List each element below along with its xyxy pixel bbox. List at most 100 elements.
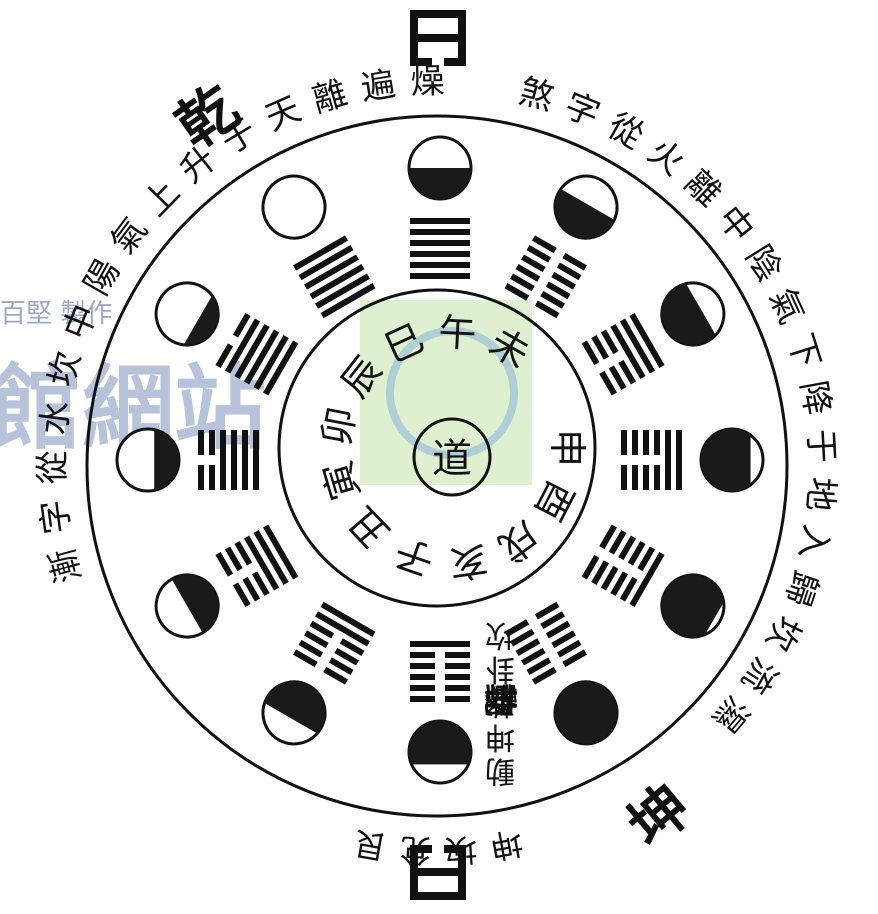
moon-icon	[407, 135, 473, 201]
hexagram	[581, 524, 665, 607]
inner-ring-char: 子	[389, 530, 439, 584]
yin-line	[293, 649, 318, 668]
yin-line	[600, 329, 619, 355]
yin-line	[198, 430, 204, 455]
outer-text-lower-right: 坤	[479, 683, 519, 717]
yin-line	[619, 576, 638, 602]
outer-text-top-right: 字	[559, 85, 606, 135]
hexagram	[504, 601, 587, 685]
top-trigram-mark	[410, 10, 466, 66]
hexagram	[215, 313, 299, 396]
yang-line	[253, 530, 289, 585]
yin-line	[515, 638, 541, 656]
yin-line	[534, 300, 560, 319]
yin-line	[215, 343, 234, 368]
yin-line	[600, 565, 619, 591]
outer-text-top-right: 歸	[777, 566, 826, 611]
yang-line	[298, 244, 354, 281]
yin-line	[532, 666, 557, 685]
yin-line	[608, 530, 627, 555]
outer-text-left: 陽	[77, 253, 129, 302]
outer-text-top-right: 火	[640, 131, 691, 183]
yin-line	[304, 630, 329, 649]
yin-line	[510, 628, 535, 647]
yang-line	[320, 283, 376, 319]
yin-line	[410, 652, 435, 658]
yin-line	[410, 663, 435, 669]
inner-ring-char: 卯	[314, 403, 364, 449]
outer-text-lower-right: 乾	[479, 683, 519, 717]
outer-text-top-right: 從	[601, 106, 650, 158]
yin-line	[339, 638, 365, 656]
yang-line	[231, 430, 237, 490]
yang-line	[244, 535, 280, 591]
yin-line	[556, 639, 582, 658]
moon-icon	[699, 427, 765, 493]
yin-line	[251, 571, 270, 596]
yin-line	[599, 370, 617, 396]
watermark-line1: 百堅 製作	[0, 299, 112, 329]
yin-line	[534, 601, 560, 620]
hexagram	[504, 235, 587, 319]
yin-line	[545, 281, 571, 300]
outer-text-left: 離	[308, 73, 352, 121]
yin-line	[632, 465, 638, 490]
hexagrams	[198, 218, 682, 702]
yang-line	[315, 611, 370, 647]
yin-line	[532, 235, 557, 254]
yang-line	[629, 552, 665, 607]
yin-line	[637, 546, 656, 572]
yin-line	[621, 465, 627, 490]
outer-text-top-right: 坎	[757, 609, 808, 657]
yin-line	[581, 340, 600, 366]
yin-line	[632, 430, 638, 455]
outer-text-top-right: 于	[800, 428, 842, 464]
yin-line	[334, 647, 359, 666]
outer-text-lower-right: 坤	[485, 719, 515, 754]
yin-line	[410, 685, 435, 691]
inner-ring-char: 申	[545, 429, 589, 467]
watermark-seal	[386, 327, 518, 459]
outer-text-left: 燥	[410, 62, 445, 103]
yin-line	[540, 291, 565, 309]
outer-text-top-right: 離	[677, 163, 729, 215]
yin-line	[232, 313, 251, 338]
yang-line	[293, 235, 348, 271]
yang-line	[263, 340, 299, 396]
yin-line	[643, 430, 649, 455]
yang-line	[244, 329, 280, 385]
yin-line	[504, 283, 530, 301]
outer-text-left: 漸	[42, 544, 89, 587]
yang-line	[410, 641, 470, 647]
outer-text-top-right: 煞	[515, 71, 558, 118]
outer-text-bottom-right: 坤	[487, 823, 525, 866]
outer-text-top-right: 地	[799, 476, 841, 513]
yin-line	[298, 639, 324, 658]
outer-texts: 煞字從火離中陰氣下降于地入歸坎流濕漸字從水坎中陽氣上升于天離遍燥坎卦乾坤動坎卦乾…	[33, 62, 842, 870]
yin-line	[608, 365, 627, 390]
outer-text-left: 遍	[358, 64, 398, 109]
yin-line	[510, 273, 535, 292]
outer-text-left: 上	[135, 172, 187, 224]
yin-line	[445, 696, 470, 702]
yin-line	[581, 554, 600, 580]
outer-text-left: 從	[33, 450, 73, 484]
yin-line	[627, 541, 646, 566]
outer-text-left: 字	[34, 497, 78, 536]
yang-line	[224, 318, 261, 374]
yang-line	[253, 335, 289, 390]
outer-text-lower-right: 卦	[479, 683, 519, 717]
yin-line	[445, 685, 470, 691]
yang-line	[410, 218, 470, 224]
hexagram	[621, 430, 682, 490]
yin-line	[209, 430, 215, 455]
yang-line	[619, 318, 656, 374]
outer-text-lower-right: 坎	[485, 617, 515, 652]
yang-line	[410, 262, 470, 268]
yang-line	[263, 524, 299, 580]
hexagram	[293, 235, 376, 319]
yang-line	[665, 430, 671, 490]
yin-line	[526, 657, 552, 676]
moon-icon	[650, 563, 731, 647]
